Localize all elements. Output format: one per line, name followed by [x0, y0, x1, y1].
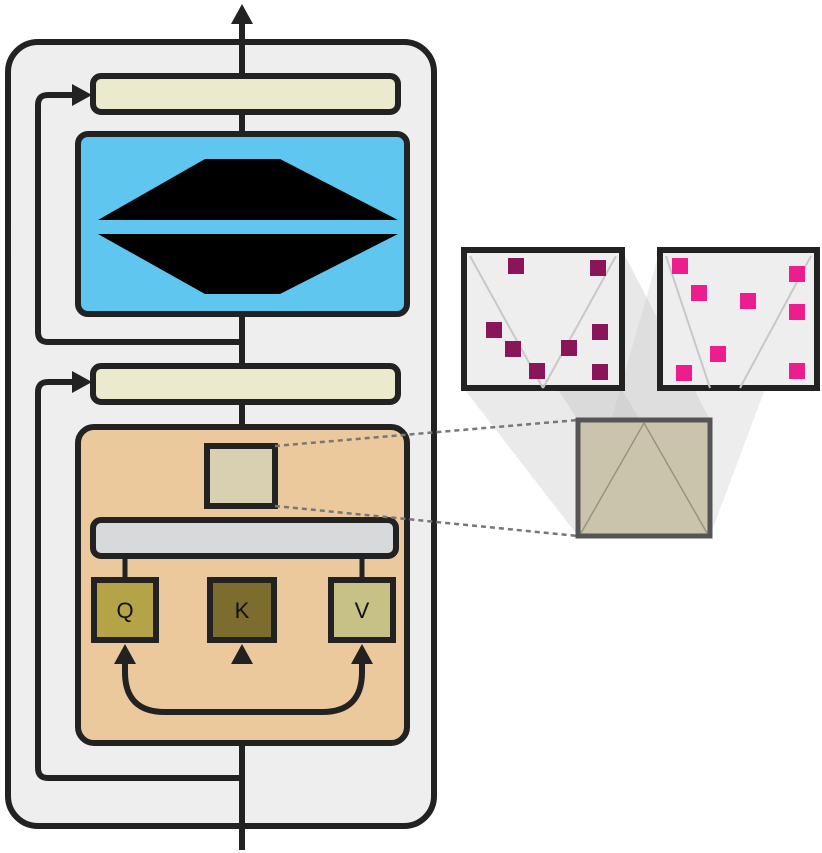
- attention-dot: [592, 324, 608, 340]
- attention-dot: [486, 322, 502, 338]
- key-label: K: [235, 598, 250, 623]
- output-arrow-icon: [231, 4, 253, 24]
- value-label: V: [355, 598, 370, 623]
- residual-arrow-icon: [35, 92, 242, 345]
- norm-layer-middle: [90, 363, 401, 405]
- value-box: [328, 577, 396, 643]
- residual-arrowhead-icon: [72, 84, 92, 106]
- attention-dot: [592, 364, 608, 380]
- input-fanout-arrow: [122, 655, 242, 715]
- attention-dot: [561, 340, 577, 356]
- attention-dot: [508, 258, 524, 274]
- input-fanout-arrow: [242, 655, 365, 715]
- hourglass-ffn-icon: [98, 234, 398, 294]
- attention-output-square: [204, 443, 278, 509]
- arrowhead-icon: [114, 644, 136, 664]
- attention-dot: [691, 285, 707, 301]
- arrowhead-icon: [231, 644, 253, 664]
- key-box: [207, 577, 277, 643]
- attention-map-left-dots: [486, 258, 608, 380]
- query-label: Q: [116, 598, 133, 623]
- attention-dot: [672, 258, 688, 274]
- query-box: [91, 577, 159, 643]
- projection-bar: [90, 517, 399, 559]
- residual-arrow-icon: [35, 379, 242, 781]
- norm-layer-top: [90, 73, 401, 115]
- attention-dot: [676, 365, 692, 381]
- zoomed-output-square: [575, 417, 713, 539]
- zoomed-output-guides: [580, 422, 708, 534]
- attention-dot: [505, 341, 521, 357]
- attention-dot: [590, 260, 606, 276]
- attention-dot: [789, 266, 805, 282]
- residual-arrowhead-icon: [72, 371, 92, 393]
- zoom-line: [274, 504, 579, 538]
- attention-dot: [740, 293, 756, 309]
- attention-dot: [789, 363, 805, 379]
- hourglass-ffn-icon: [98, 159, 398, 220]
- attention-dot: [789, 304, 805, 320]
- attention-dot: [529, 363, 545, 379]
- zoom-line: [274, 418, 579, 448]
- attention-dot: [710, 346, 726, 362]
- arrowhead-icon: [351, 644, 373, 664]
- attention-map-right-dots: [672, 258, 805, 381]
